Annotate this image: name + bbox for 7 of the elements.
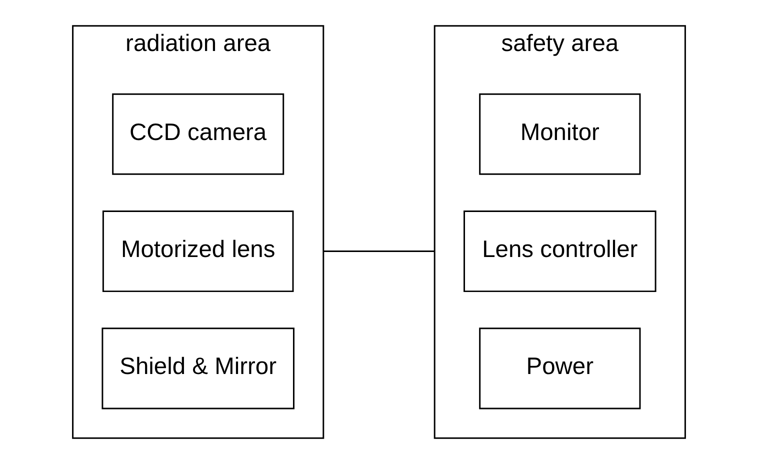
- node-box: Power: [479, 328, 641, 410]
- node-box: CCD camera: [112, 93, 284, 175]
- node-box: Monitor: [479, 93, 641, 175]
- connector: [323, 250, 435, 252]
- node-box: Shield & Mirror: [102, 328, 294, 410]
- node-box: Lens controller: [464, 210, 656, 292]
- node-box: Motorized lens: [102, 210, 294, 292]
